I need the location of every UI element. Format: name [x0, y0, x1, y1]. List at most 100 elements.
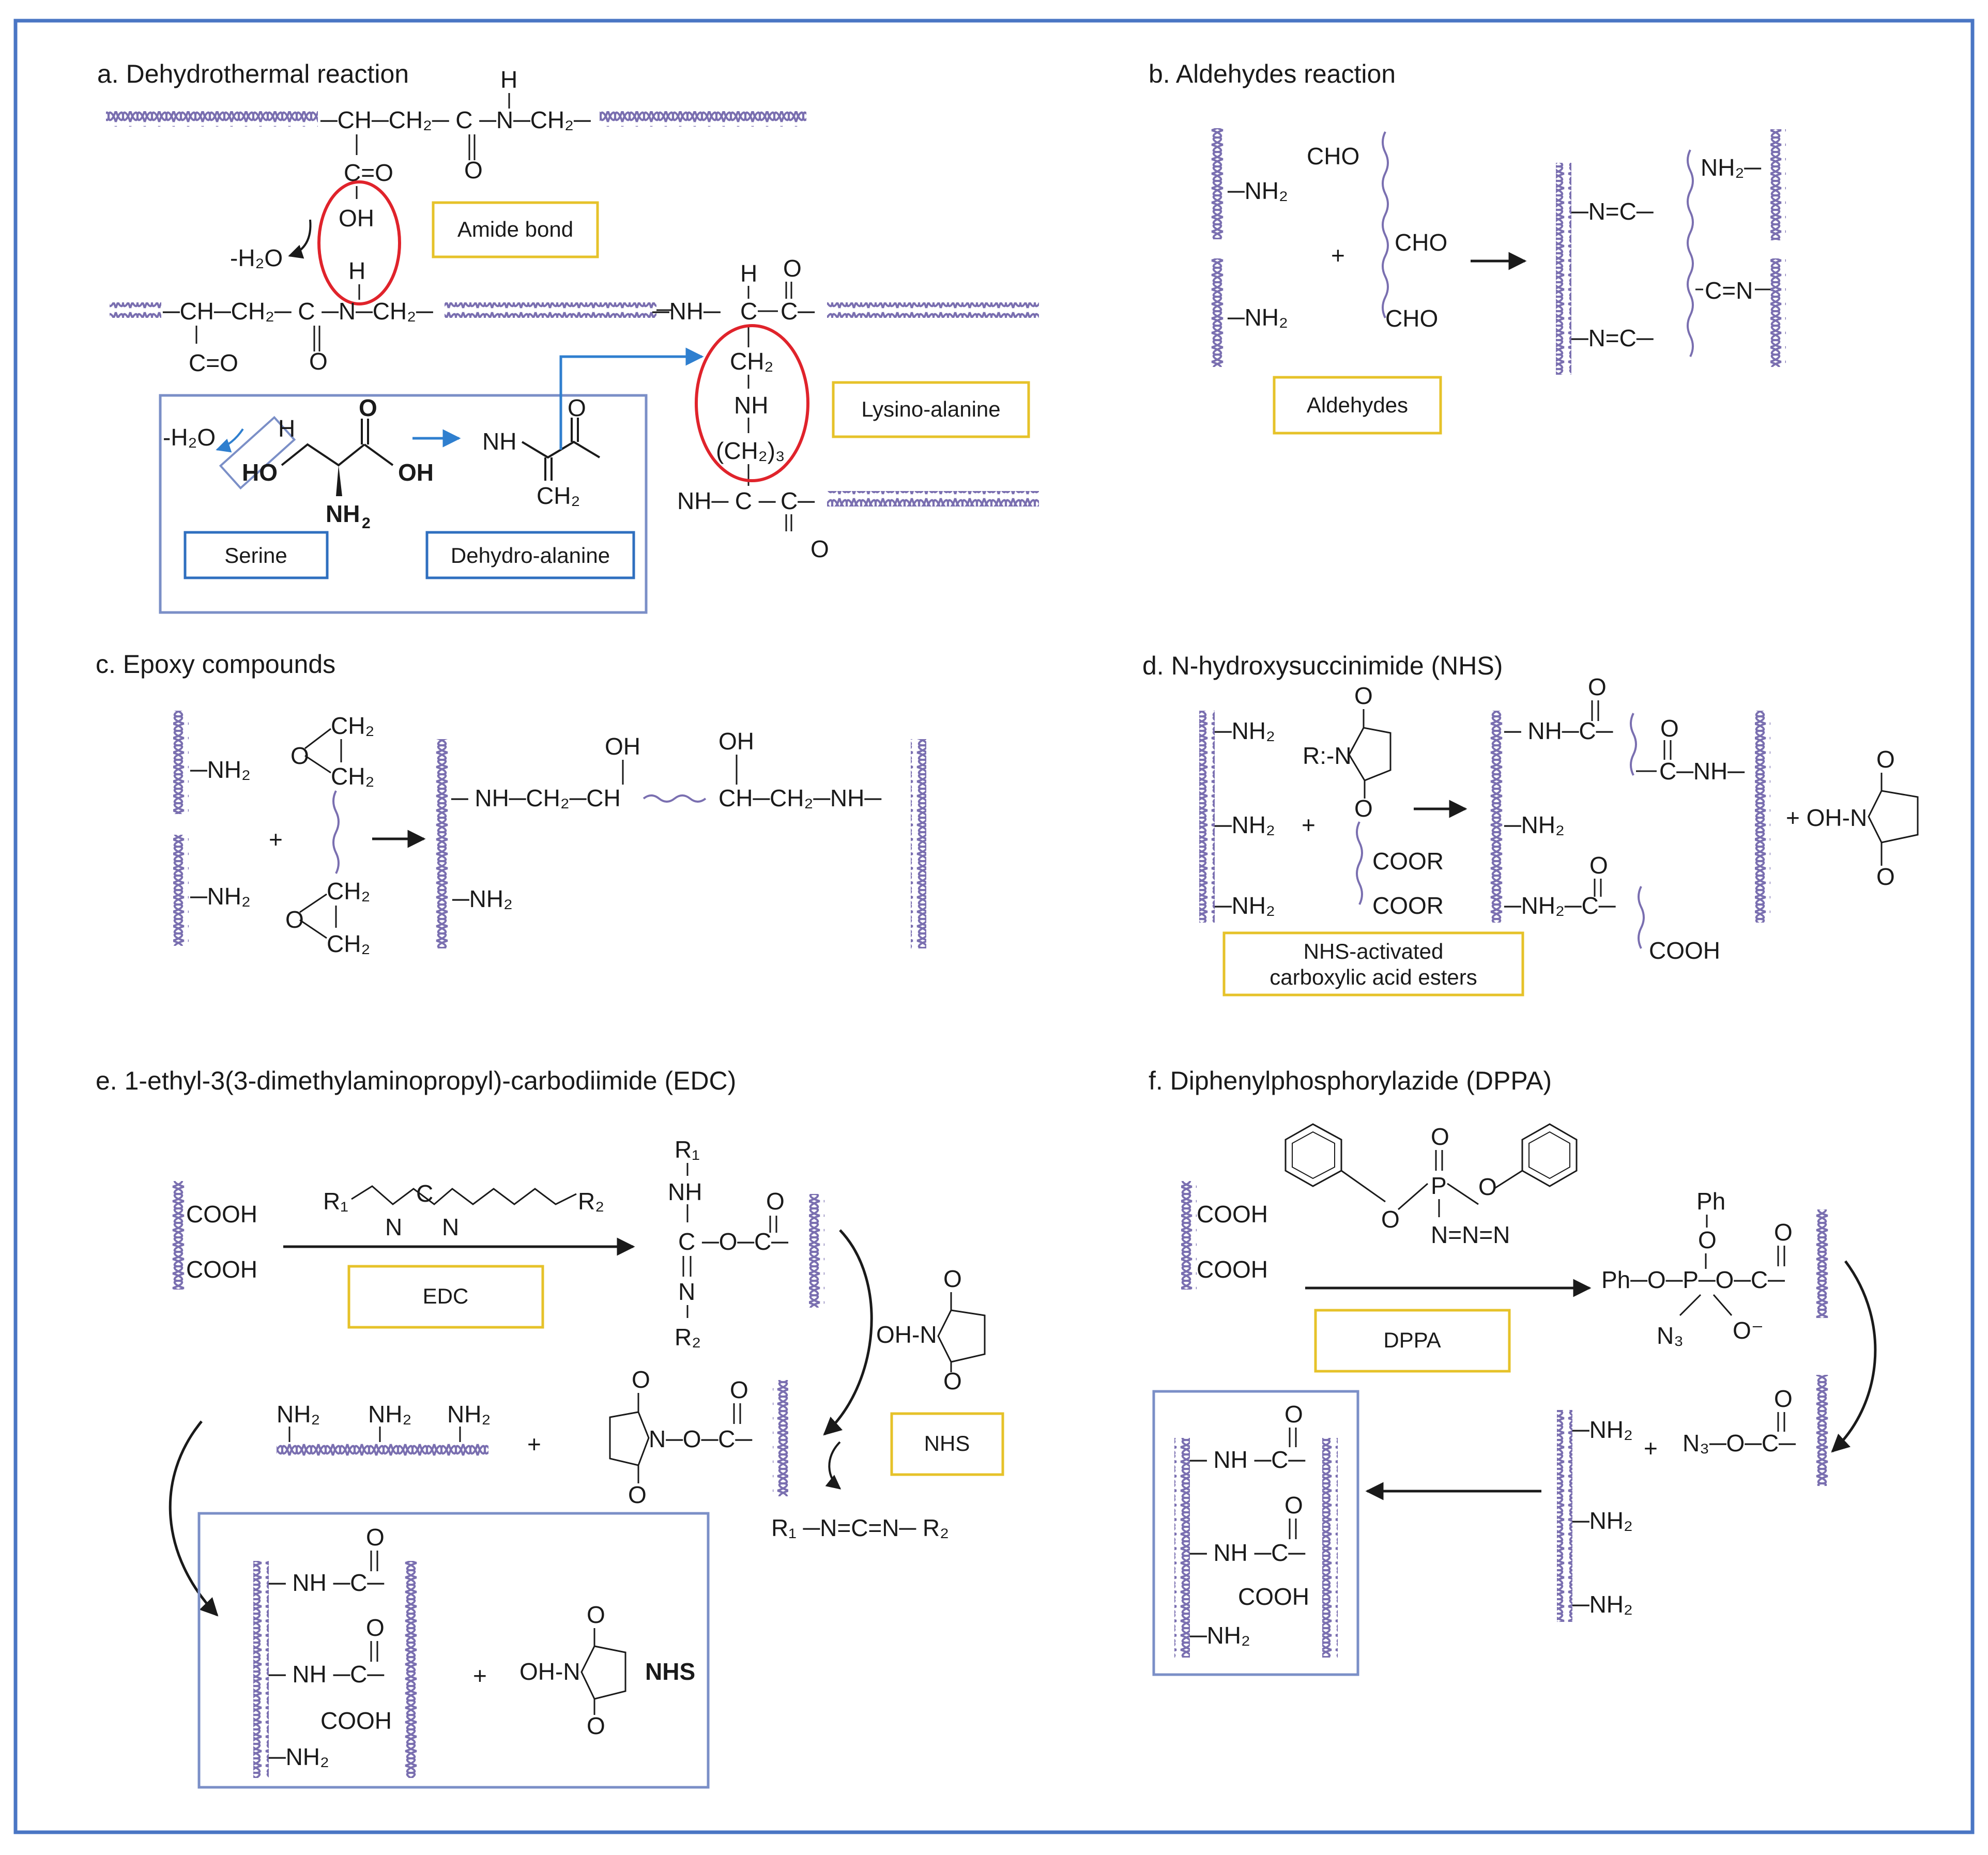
blue-arrow-to-lysino	[559, 347, 704, 450]
wavy-linker	[1638, 886, 1645, 949]
f-o-l: O	[1381, 1206, 1400, 1233]
a-top-chain-text: ─CH─CH₂─ C ─N─CH₂─	[320, 106, 591, 133]
f-o-r: O	[1478, 1173, 1497, 1200]
f-o-az: O	[1774, 1385, 1793, 1412]
panel-f-title: f. Diphenylphosphorylazide (DPPA)	[1149, 1066, 1552, 1095]
amide-bond-box	[432, 201, 599, 258]
phenyl-ring-left	[1284, 1123, 1342, 1187]
edc-label: EDC	[423, 1284, 469, 1308]
d-coor-2: COOR	[1372, 892, 1444, 919]
polymer-chain	[600, 111, 806, 127]
outer-frame	[13, 19, 1975, 1834]
polymer-chain	[403, 1561, 419, 1778]
f-o-int: O	[1774, 1219, 1793, 1246]
polymer-chain	[1557, 1410, 1572, 1622]
ser-ho: HO	[242, 459, 278, 486]
e-int-n: N	[678, 1278, 695, 1305]
e-cooh-1: COOH	[186, 1201, 257, 1228]
lysino-alanine-box	[832, 381, 1030, 438]
b-cho-3: CHO	[1385, 305, 1438, 332]
wavy-linker	[1630, 713, 1637, 776]
polymer-chain	[1814, 1209, 1830, 1318]
nhs-box-line1: NHS-activated	[1304, 939, 1444, 963]
f-acyl-azide: N₃─O─C─	[1683, 1430, 1796, 1457]
serine-label: Serine	[224, 543, 287, 568]
ser-o: O	[359, 394, 377, 421]
polymer-chain	[1814, 1375, 1830, 1486]
a-nh-bottom: NH─ C ─	[677, 487, 776, 514]
polymer-chain	[1770, 258, 1786, 367]
f-p-nh-2: ─ NH ─C─	[1189, 1539, 1305, 1566]
bond	[1493, 1170, 1523, 1190]
dehydro-alanine-label: Dehydro-alanine	[451, 543, 610, 568]
e-nh2-b: NH₂	[368, 1401, 411, 1428]
a-o-up: O	[783, 255, 802, 282]
aldehydes-box	[1273, 376, 1442, 435]
b-nh2-2: ─NH₂	[1227, 304, 1288, 331]
bond	[299, 919, 327, 939]
polymer-chain	[1211, 128, 1226, 239]
c-ch2-d: CH₂	[327, 930, 370, 957]
polymer-chain	[1199, 711, 1215, 923]
e-p-o-1: O	[366, 1524, 385, 1551]
dppa-box	[1314, 1309, 1511, 1373]
polymer-chain	[1489, 711, 1504, 923]
d-c-nh: C─NH─	[1659, 758, 1745, 785]
polymer-chain	[253, 1561, 269, 1778]
a-mid-CO: C=O	[189, 349, 238, 376]
e-o-2: O	[943, 1368, 962, 1394]
bond	[363, 443, 394, 466]
panel-e-title: e. 1-ethyl-3(3-dimethylaminopropyl)-carb…	[96, 1066, 736, 1095]
nhs-label: NHS	[924, 1431, 970, 1455]
panel-a: a. Dehydrothermal reaction ─CH─CH₂─ C ─N…	[97, 59, 1039, 614]
bond	[1341, 1170, 1386, 1203]
e-int-r2: R₂	[675, 1324, 701, 1351]
dha-o: O	[568, 394, 586, 421]
b-nh2-1: ─NH₂	[1227, 177, 1288, 204]
e-p-nh-1: ─ NH ─C─	[268, 1569, 384, 1596]
c-ch2-b: CH₂	[331, 763, 374, 790]
curved-arrow	[169, 1420, 219, 1617]
d-nh2-p1: ─NH₂	[1504, 811, 1565, 838]
d-nh2-c: ─NH₂─C─	[1504, 892, 1616, 919]
curved-arrow	[823, 1229, 873, 1436]
serine-box	[183, 531, 329, 579]
c-nh2-1: ─NH₂	[190, 756, 251, 783]
polymer-chain	[1556, 163, 1571, 375]
bond	[299, 893, 327, 913]
c-product-right: CH─CH₂─NH─	[718, 785, 881, 811]
c-oh-1: OH	[605, 733, 640, 760]
a-top-O: O	[464, 157, 483, 183]
c-oh-2: OH	[718, 728, 754, 755]
c-o-2: O	[285, 906, 304, 933]
bond	[304, 755, 331, 774]
succinimide-ring	[580, 1645, 626, 1700]
c-nh2-product: ─NH₂	[452, 885, 513, 912]
curved-arrow	[1831, 1260, 1877, 1453]
wavy-linker	[1356, 821, 1363, 905]
panel-a-title: a. Dehydrothermal reaction	[97, 59, 409, 88]
e-nh2-c: NH₂	[447, 1401, 491, 1428]
panel-d: d. N-hydroxysuccinimide (NHS) ─NH₂ ─NH₂ …	[1142, 651, 1919, 997]
bond	[1447, 1183, 1479, 1205]
f-p-o-2: O	[1284, 1492, 1303, 1519]
hydroxyl-highlight-box	[219, 416, 296, 490]
wavy-linker	[643, 794, 707, 803]
d-o-top: O	[1354, 682, 1373, 709]
curved-arrow	[288, 219, 312, 259]
e-oh-n: OH-N	[876, 1321, 937, 1348]
phenyl-ring-left-inner	[1292, 1131, 1335, 1179]
b-n-c-1: ─N=C─	[1571, 198, 1654, 225]
succinimide-ring	[1868, 790, 1919, 844]
a-top-H: H	[500, 66, 517, 93]
e-plus-2: +	[473, 1662, 487, 1689]
succinimide-ring	[937, 1309, 986, 1363]
f-nh2-2: ─NH₂	[1572, 1507, 1633, 1534]
phenyl-ring-right	[1521, 1123, 1578, 1187]
b-c-n: C=N	[1705, 277, 1753, 304]
a-o-bottom: O	[811, 535, 829, 562]
polymer-chain	[445, 302, 656, 318]
e-ester-text: N─O─C─	[649, 1425, 752, 1452]
